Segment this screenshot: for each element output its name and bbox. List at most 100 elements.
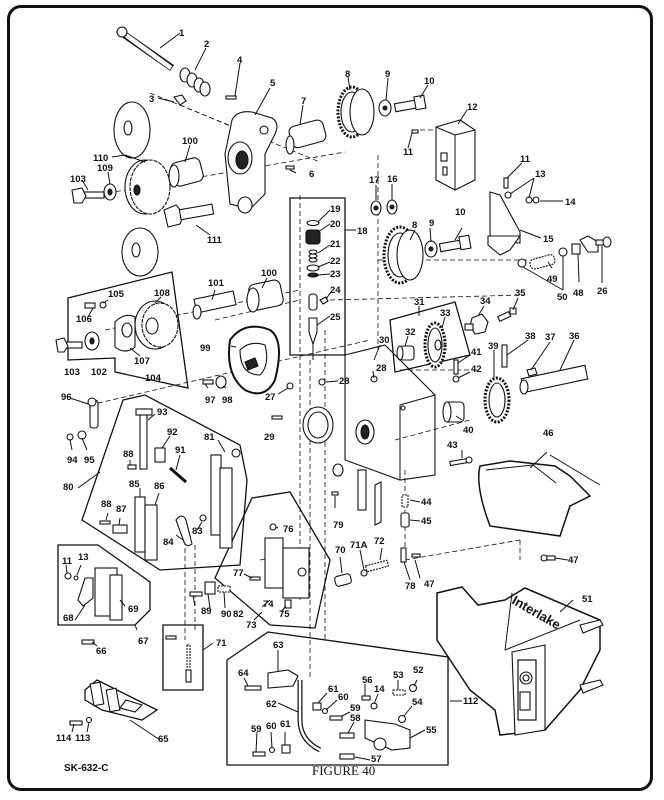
callout-52: 52 [413, 665, 424, 676]
callout-8: 8 [345, 69, 350, 80]
part-78-plate [400, 547, 421, 563]
callout-110: 110 [93, 153, 108, 164]
part-88-screw-b [99, 520, 111, 525]
part-87-block [112, 524, 128, 534]
callout-2: 2 [204, 39, 209, 50]
callout-84: 84 [163, 537, 174, 548]
part-110-pulley-lower [124, 159, 171, 215]
callout-47: 47 [424, 579, 435, 590]
callout-4: 4 [237, 55, 243, 66]
callout-20: 20 [330, 219, 341, 230]
callout-9: 9 [385, 69, 390, 80]
callout-67: 67 [138, 636, 149, 647]
part-85-plate [134, 496, 146, 553]
callout-14: 14 [374, 684, 385, 695]
part-101-shaft [192, 290, 237, 320]
part-33-gear [423, 321, 447, 369]
callout-11: 11 [520, 154, 531, 165]
part-51-cover: Interlake [436, 586, 604, 736]
part-10-bolt-lower [438, 234, 472, 253]
callout-6: 6 [309, 169, 314, 180]
callout-26: 26 [597, 286, 608, 297]
callout-46: 46 [543, 428, 554, 439]
callout-107: 107 [134, 356, 150, 367]
callout-37: 37 [545, 332, 556, 343]
part-79-pin [331, 491, 339, 496]
part-32-bushing [396, 345, 415, 361]
part-30-housing [344, 344, 436, 481]
callout-92: 92 [167, 427, 178, 438]
callout-62: 62 [266, 699, 277, 710]
callout-39: 39 [488, 341, 499, 352]
callout-10: 10 [424, 76, 435, 87]
part-92-block [154, 447, 166, 463]
callout-22: 22 [330, 256, 341, 267]
callout-80: 80 [63, 482, 74, 493]
callout-21: 21 [330, 239, 341, 250]
figure-frame [7, 5, 653, 791]
part-55-plate [364, 719, 411, 751]
callout-111: 111 [207, 235, 223, 246]
part-99-knob [228, 325, 280, 395]
part-9-washer-lower [424, 240, 438, 258]
part-65-bracket [84, 679, 159, 721]
part-36-shaft [519, 364, 589, 395]
part-7-shaft [285, 119, 327, 155]
part-96-94-95-lever [66, 397, 99, 441]
callout-1: 1 [179, 28, 185, 39]
callout-11: 11 [62, 556, 73, 567]
callout-102: 102 [91, 367, 107, 378]
part-housing-bearing [302, 406, 375, 445]
callout-104: 104 [145, 373, 162, 384]
group-box-67 [57, 544, 151, 626]
callout-78: 78 [405, 581, 416, 592]
callout-103: 103 [70, 174, 86, 185]
part-81-plate [210, 448, 241, 549]
callout-16: 16 [387, 174, 398, 185]
part-40-bushing [442, 401, 465, 423]
sheet-code: SK-632-C [64, 763, 108, 774]
part-70-pin [334, 573, 352, 587]
callout-101: 101 [208, 278, 225, 289]
part-71-pin-set [165, 635, 192, 683]
callout-24: 24 [330, 285, 341, 296]
callout-88: 88 [123, 449, 134, 460]
part-76-screw [269, 523, 277, 531]
callout-66: 66 [96, 646, 107, 657]
part-38-pin [501, 344, 508, 368]
part-84-clip [175, 515, 193, 547]
part-50-washer-b [558, 247, 568, 257]
callout-90: 90 [221, 609, 232, 620]
callout-99: 99 [200, 343, 211, 354]
part-97-98-screw-washer [202, 375, 227, 389]
part-18-needle-assembly [305, 219, 329, 360]
callout-42: 42 [471, 364, 482, 375]
part-41-42-screw [452, 359, 460, 383]
callout-45: 45 [421, 516, 432, 527]
callout-40: 40 [463, 425, 474, 436]
callout-19: 19 [330, 204, 341, 215]
callout-71A: 71A [350, 540, 368, 551]
part-47-screw-right [540, 554, 556, 562]
callout-38: 38 [525, 331, 536, 342]
callout-89: 89 [201, 606, 212, 617]
callout-74: 74 [263, 599, 274, 610]
callout-11: 11 [403, 147, 414, 158]
part-44-45-spring-plunger [400, 494, 410, 528]
part-6-screw [285, 165, 295, 170]
group-box-104 [67, 271, 189, 389]
callout-14: 14 [565, 197, 576, 208]
group-box-73 [214, 491, 331, 629]
callout-96: 96 [61, 392, 72, 403]
part-3-set-screw [173, 94, 187, 106]
group-box-80 [81, 394, 248, 571]
callout-69: 69 [128, 604, 139, 615]
part-67-assembly [64, 567, 123, 645]
callout-59: 59 [251, 724, 262, 735]
callout-93: 93 [157, 407, 168, 418]
callout-50: 50 [557, 292, 568, 303]
callout-70: 70 [335, 545, 346, 556]
callout-34: 34 [480, 296, 491, 307]
callout-9: 9 [429, 218, 434, 229]
